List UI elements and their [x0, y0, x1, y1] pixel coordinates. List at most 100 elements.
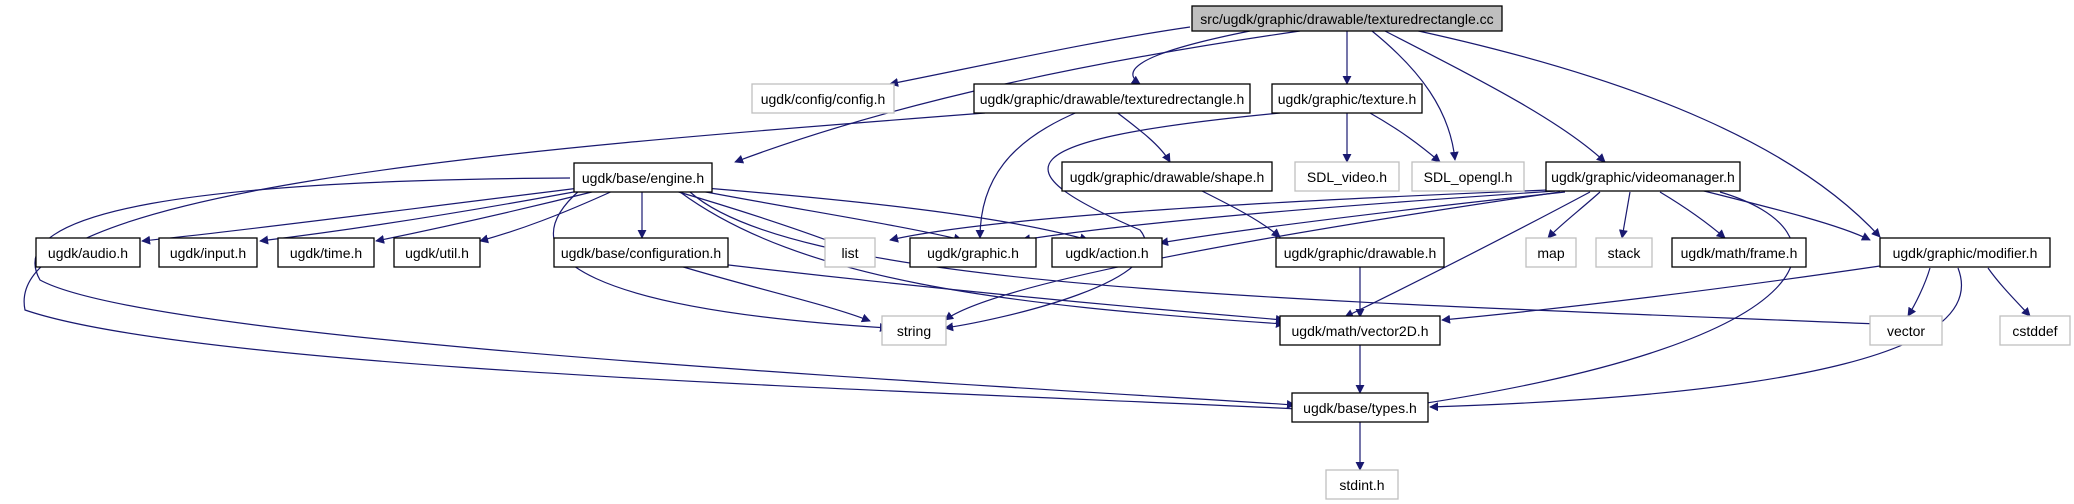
node-graphic-h-label: ugdk/graphic.h	[927, 245, 1019, 261]
node-vector[interactable]: vector	[1869, 315, 1943, 346]
edge-texrect-to-types	[23, 112, 1301, 414]
node-texturedrectangle-h-box	[973, 83, 1251, 114]
node-sdl-opengl-h[interactable]: SDL_opengl.h	[1411, 161, 1525, 192]
node-sdl-video-h-box	[1294, 161, 1400, 192]
node-map-box	[1525, 237, 1577, 268]
node-vector2d-h[interactable]: ugdk/math/vector2D.h	[1279, 315, 1441, 346]
node-texture-h-box	[1271, 83, 1423, 114]
edge-videomanager-to-frame	[1659, 191, 1726, 239]
node-texturedrectangle-h[interactable]: ugdk/graphic/drawable/texturedrectangle.…	[973, 83, 1251, 114]
node-util-h[interactable]: ugdk/util.h	[393, 237, 481, 268]
node-time-h[interactable]: ugdk/time.h	[277, 237, 375, 268]
node-input-h-box	[158, 237, 258, 268]
node-graphic-h[interactable]: ugdk/graphic.h	[909, 237, 1037, 268]
edge-root-to-videomanager	[1384, 30, 1606, 163]
node-action-h-box	[1051, 237, 1163, 268]
node-cstddef[interactable]: cstddef	[1999, 315, 2071, 346]
node-graphic-h-box	[909, 237, 1037, 268]
node-map[interactable]: map	[1525, 237, 1577, 268]
node-stack[interactable]: stack	[1595, 237, 1653, 268]
edge-engine-to-graphic	[689, 188, 963, 243]
node-input-h-label: ugdk/input.h	[170, 245, 246, 261]
node-texture-h-label: ugdk/graphic/texture.h	[1278, 91, 1417, 107]
node-sdl-video-h[interactable]: SDL_video.h	[1294, 161, 1400, 192]
node-root-box	[1191, 5, 1503, 32]
node-audio-h[interactable]: ugdk/audio.h	[35, 237, 141, 268]
node-string[interactable]: string	[881, 315, 947, 346]
node-config-h-box	[751, 83, 895, 114]
nodes: src/ugdk/graphic/drawable/texturedrectan…	[35, 5, 2071, 500]
node-config-h[interactable]: ugdk/config/config.h	[751, 83, 895, 114]
edge-videomanager-to-stack	[1618, 191, 1631, 239]
node-root[interactable]: src/ugdk/graphic/drawable/texturedrectan…	[1191, 5, 1503, 32]
node-vector-box	[1869, 315, 1943, 346]
node-root-label: src/ugdk/graphic/drawable/texturedrectan…	[1200, 11, 1493, 27]
edge-texture-to-sdl-opengl	[1369, 112, 1441, 163]
node-videomanager-h[interactable]: ugdk/graphic/videomanager.h	[1545, 161, 1741, 192]
node-drawable-h[interactable]: ugdk/graphic/drawable.h	[1275, 237, 1445, 268]
node-types-h-label: ugdk/base/types.h	[1303, 400, 1417, 416]
edge-engine-to-input	[259, 188, 591, 245]
node-util-h-label: ugdk/util.h	[405, 245, 469, 261]
edge-engine-to-vector2d	[679, 191, 1285, 328]
node-stdint-h[interactable]: stdint.h	[1325, 469, 1399, 500]
edges	[23, 26, 2031, 471]
node-modifier-h-box	[1879, 237, 2051, 268]
node-shape-h[interactable]: ugdk/graphic/drawable/shape.h	[1061, 161, 1273, 192]
node-action-h[interactable]: ugdk/action.h	[1051, 237, 1163, 268]
edge-modifier-to-vector	[1907, 267, 1931, 317]
edge-videomanager-to-map	[1547, 191, 1601, 239]
node-types-h-box	[1291, 392, 1429, 423]
node-list-label: list	[841, 245, 858, 261]
node-util-h-box	[393, 237, 481, 268]
node-modifier-h[interactable]: ugdk/graphic/modifier.h	[1879, 237, 2051, 268]
edge-engine-to-types	[34, 177, 1296, 409]
node-sdl-opengl-h-label: SDL_opengl.h	[1424, 169, 1513, 185]
node-drawable-h-label: ugdk/graphic/drawable.h	[1284, 245, 1437, 261]
edge-root-to-modifier	[1399, 26, 1881, 238]
edge-videomanager-to-string	[944, 191, 1561, 321]
node-config-h-label: ugdk/config/config.h	[761, 91, 886, 107]
edge-texrect-to-shape	[1114, 110, 1171, 163]
edge-modifier-to-vector2d	[1441, 265, 1881, 324]
node-cstddef-box	[1999, 315, 2071, 346]
edge-configuration-to-vector2d	[719, 263, 1285, 324]
edge-configuration-to-string	[679, 265, 871, 323]
node-list[interactable]: list	[824, 237, 876, 268]
node-videomanager-h-label: ugdk/graphic/videomanager.h	[1551, 169, 1735, 185]
node-stdint-h-label: stdint.h	[1339, 477, 1384, 493]
node-configuration-h[interactable]: ugdk/base/configuration.h	[553, 237, 729, 268]
node-texture-h[interactable]: ugdk/graphic/texture.h	[1271, 83, 1423, 114]
edge-root-to-config	[889, 26, 1191, 87]
node-types-h[interactable]: ugdk/base/types.h	[1291, 392, 1429, 423]
node-vector-label: vector	[1887, 323, 1925, 339]
node-shape-h-box	[1061, 161, 1273, 192]
node-drawable-h-box	[1275, 237, 1445, 268]
node-vector2d-h-box	[1279, 315, 1441, 346]
node-time-h-box	[277, 237, 375, 268]
node-texturedrectangle-h-label: ugdk/graphic/drawable/texturedrectangle.…	[980, 91, 1245, 107]
edge-engine-to-action	[704, 187, 1089, 243]
node-videomanager-h-box	[1545, 161, 1741, 192]
edge-engine-to-util	[479, 189, 616, 244]
node-map-label: map	[1537, 245, 1564, 261]
node-engine-h[interactable]: ugdk/base/engine.h	[573, 162, 713, 193]
edge-videomanager-to-graphic	[1021, 190, 1556, 244]
edge-engine-to-audio	[141, 187, 581, 245]
node-frame-h[interactable]: ugdk/math/frame.h	[1671, 237, 1807, 268]
edge-engine-to-time	[375, 189, 601, 244]
node-cstddef-label: cstddef	[2012, 323, 2057, 339]
edge-shape-to-drawable	[1199, 189, 1281, 238]
node-string-box	[881, 315, 947, 346]
node-audio-h-box	[35, 237, 141, 268]
node-modifier-h-label: ugdk/graphic/modifier.h	[1893, 245, 2038, 261]
node-sdl-video-h-label: SDL_video.h	[1307, 169, 1387, 185]
node-vector2d-h-label: ugdk/math/vector2D.h	[1292, 323, 1429, 339]
edge-engine-to-string	[552, 189, 889, 332]
edge-engine-to-vector	[689, 191, 1901, 330]
edge-modifier-to-cstddef	[1987, 267, 2031, 317]
node-input-h[interactable]: ugdk/input.h	[158, 237, 258, 268]
node-frame-h-box	[1671, 237, 1807, 268]
edge-videomanager-to-types	[1419, 191, 1795, 408]
